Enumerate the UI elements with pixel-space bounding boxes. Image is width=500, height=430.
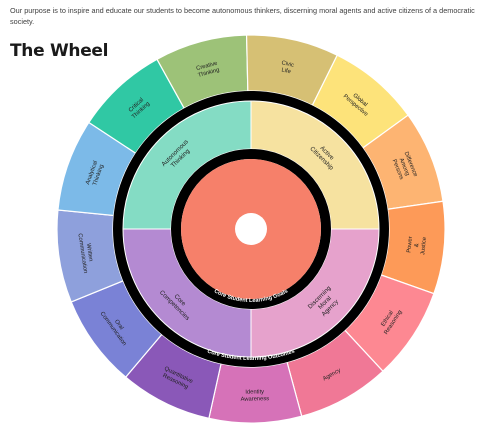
intro-line-2: society.	[10, 17, 35, 26]
outer-segment-label: IdentityAwareness	[240, 389, 269, 403]
center-hub	[235, 213, 267, 245]
outer-segment-label: CreativeThinking	[196, 61, 221, 79]
outer-ring	[113, 91, 389, 367]
intro-text: Our purpose is to inspire and educate ou…	[10, 5, 490, 27]
outer-segment-label: WrittenCommunication	[76, 232, 95, 274]
page-title: The Wheel	[10, 41, 109, 61]
intro-line-1: Our purpose is to inspire and educate ou…	[10, 6, 475, 15]
outer-segment-label: CivicLife	[279, 60, 294, 75]
inner-ring	[171, 149, 331, 309]
outer-segment-label: DifferenceAmongPersons	[390, 151, 418, 183]
outer-segments	[56, 34, 446, 424]
outer-segment-label: Power&Justice	[406, 235, 428, 255]
